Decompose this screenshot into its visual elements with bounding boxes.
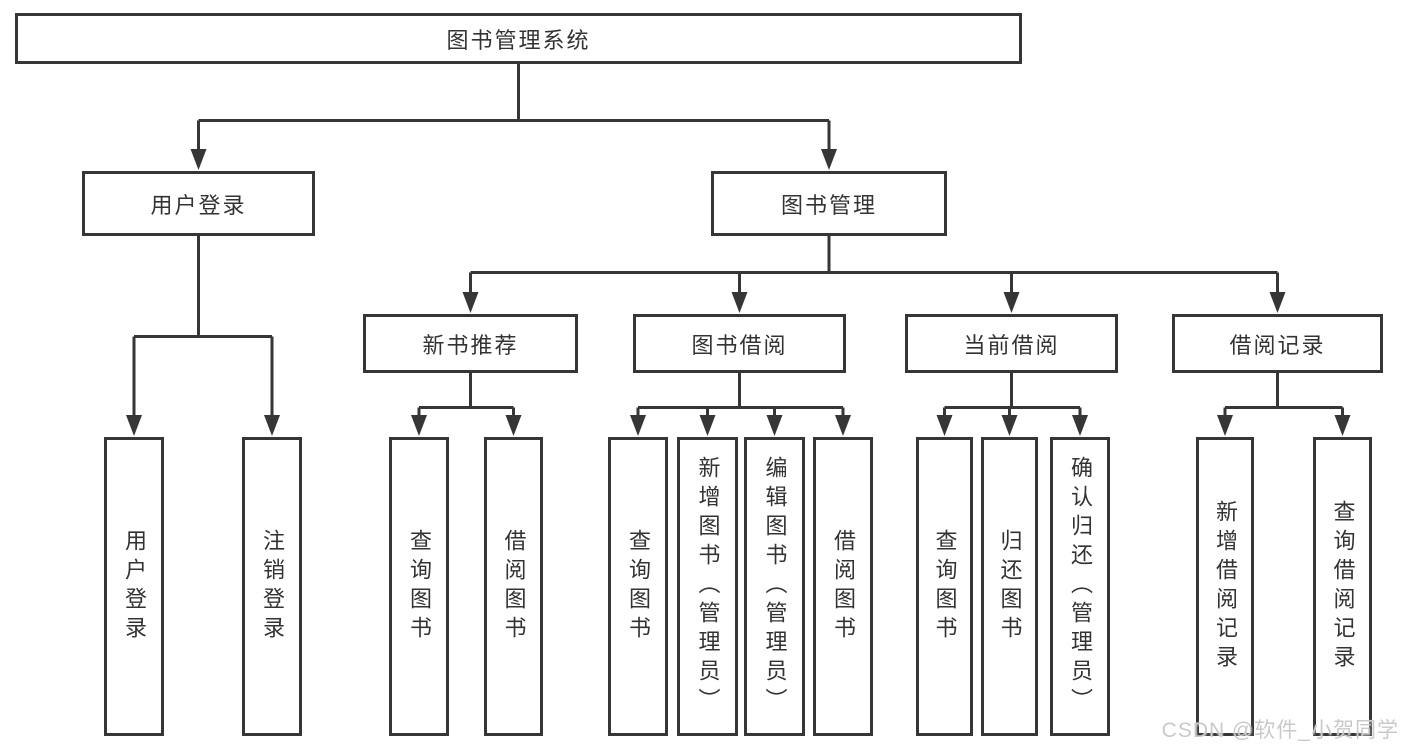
node-label: 借阅记录 (1229, 332, 1326, 358)
leaf-edit-books-admin: 编辑图书（管理员） (744, 437, 805, 736)
arrow-down-icon (821, 149, 837, 170)
leaf-confirm-return-admin: 确认归还（管理员） (1050, 437, 1110, 736)
arrow-down-icon (766, 415, 783, 436)
leaf-label: 借阅图书 (831, 528, 856, 645)
leaf-label: 用户登录 (122, 528, 147, 645)
leaf-label: 查询图书 (626, 528, 651, 645)
leaf-label: 确认归还（管理员） (1068, 456, 1093, 717)
connector-current-branch (943, 373, 1082, 418)
connector-bookmgmt-to-level3 (469, 236, 1279, 296)
arrow-down-icon (505, 415, 522, 436)
node-new-book-recommend: 新书推荐 (363, 314, 578, 373)
arrow-down-icon (411, 415, 427, 436)
leaf-user-login: 用户登录 (104, 437, 164, 736)
arrow-down-icon (1269, 292, 1286, 313)
leaf-query-borrow-record: 查询借阅记录 (1313, 437, 1372, 736)
connector-root-to-level2 (197, 64, 831, 152)
csdn-watermark: CSDN @软件_小贺同学 (1161, 719, 1399, 742)
leaf-logout: 注销登录 (242, 437, 302, 736)
arrow-down-icon (1334, 415, 1351, 436)
arrow-down-icon (462, 292, 479, 313)
arrow-down-icon (1003, 292, 1020, 313)
node-book-management-system: 图书管理系统 (15, 13, 1022, 64)
arrow-down-icon (264, 415, 280, 436)
leaf-query-books-borrow: 查询图书 (608, 437, 668, 736)
leaf-label: 编辑图书（管理员） (762, 456, 788, 717)
leaf-label: 注销登录 (260, 528, 285, 645)
leaf-borrow-books: 借阅图书 (813, 437, 873, 736)
arrow-down-icon (835, 415, 851, 436)
node-book-borrowing: 图书借阅 (633, 314, 846, 373)
leaf-query-books-current: 查询图书 (916, 437, 973, 736)
leaf-label: 新增图书（管理员） (695, 456, 721, 717)
leaf-label: 新增借阅记录 (1213, 499, 1238, 674)
node-borrowing-records: 借阅记录 (1172, 314, 1383, 373)
leaf-label: 查询借阅记录 (1330, 499, 1356, 674)
arrow-down-icon (126, 415, 142, 436)
connector-records-branch (1223, 373, 1344, 418)
arrow-down-icon (936, 415, 953, 436)
leaf-label: 归还图书 (997, 528, 1023, 645)
arrow-down-icon (699, 415, 716, 436)
connector-userlogin-branch (132, 236, 274, 418)
arrow-down-icon (630, 415, 646, 436)
arrow-down-icon (731, 292, 748, 313)
node-label: 新书推荐 (422, 332, 519, 358)
arrow-down-icon (1217, 415, 1233, 436)
leaf-return-books: 归还图书 (981, 437, 1038, 736)
node-label: 图书借阅 (691, 332, 788, 358)
arrow-down-icon (1001, 415, 1018, 436)
leaf-borrow-books-recommend: 借阅图书 (484, 437, 543, 736)
node-label: 图书管理系统 (446, 27, 591, 53)
leaf-add-borrow-record: 新增借阅记录 (1196, 437, 1254, 736)
leaf-label: 查询图书 (932, 528, 958, 645)
node-user-login-branch: 用户登录 (82, 171, 315, 236)
arrow-down-icon (1072, 415, 1088, 436)
leaf-add-books-admin: 新增图书（管理员） (677, 437, 738, 736)
connector-borrow-branch (636, 373, 845, 418)
leaf-query-books-recommend: 查询图书 (389, 437, 449, 736)
arrow-down-icon (190, 149, 207, 170)
node-label: 当前借阅 (963, 332, 1060, 358)
leaf-label: 查询图书 (407, 528, 432, 645)
node-label: 用户登录 (150, 192, 247, 218)
node-label: 图书管理 (780, 192, 877, 218)
node-current-borrowing: 当前借阅 (905, 314, 1118, 373)
node-book-management-branch: 图书管理 (711, 171, 947, 236)
connector-recommend-branch (417, 373, 515, 418)
leaf-label: 借阅图书 (501, 528, 527, 645)
